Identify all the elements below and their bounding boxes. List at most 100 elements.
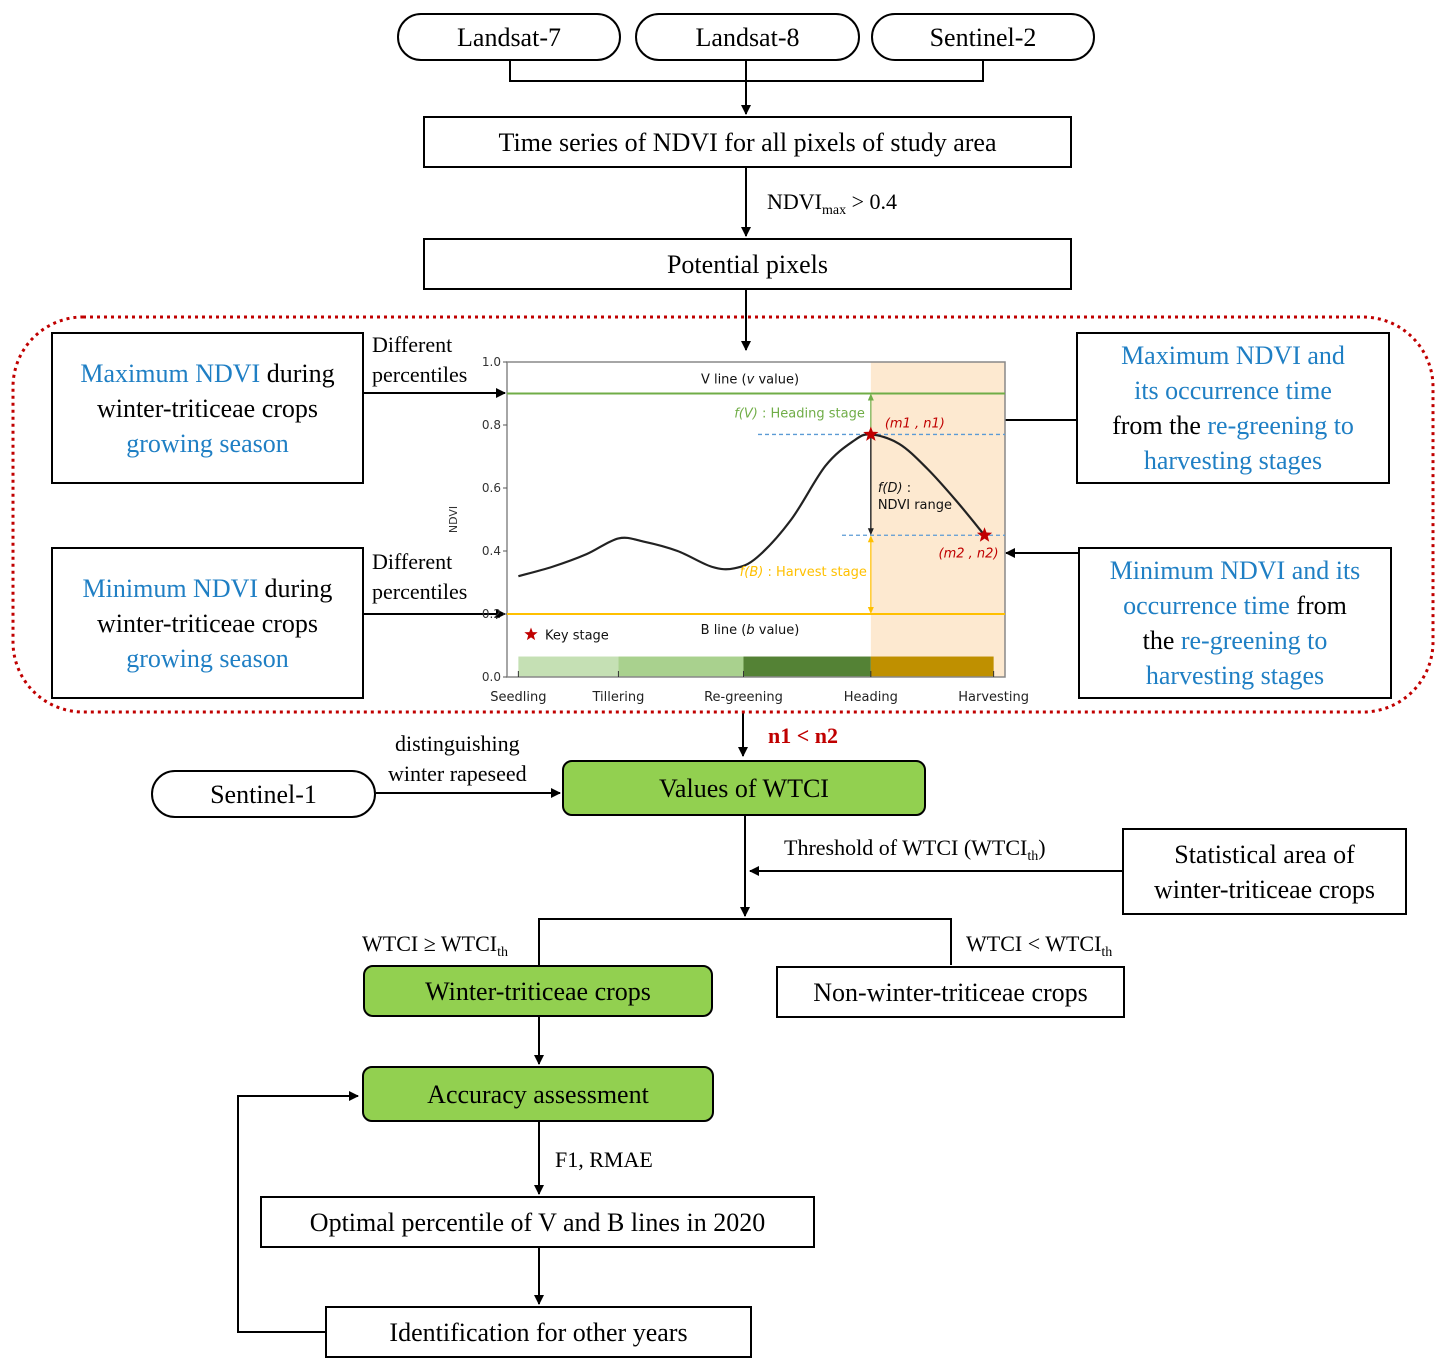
point-label-m1n1: (m1 , n1) xyxy=(885,416,945,431)
stat-line1: Statistical area of xyxy=(1174,839,1355,869)
diff-line: Different xyxy=(372,549,453,574)
x-stage-label: Heading xyxy=(844,690,898,705)
fb-arrowhead-up xyxy=(867,535,874,543)
rmax-line1: Maximum NDVI and xyxy=(1121,341,1345,370)
rmin-blue: occurrence time xyxy=(1123,591,1290,620)
diff-line: percentiles xyxy=(372,362,468,387)
rmax-black: from the xyxy=(1112,411,1208,440)
diff-percentiles-2: Different percentiles xyxy=(372,547,467,607)
step-optimal-percentile: Optimal percentile of V and B lines in 2… xyxy=(260,1196,815,1248)
y-tick-label: 0.2 xyxy=(482,607,501,621)
annotation-fd-range: NDVI range xyxy=(878,498,952,513)
step-potential-label: Potential pixels xyxy=(666,249,829,279)
rmin-line1: Minimum NDVI and its xyxy=(1109,556,1361,585)
cond-rest: > 0.4 xyxy=(846,189,898,214)
min-ndvi-box: Minimum NDVI during winter-triticeae cro… xyxy=(51,547,364,699)
winter-label: Winter-triticeae crops xyxy=(425,976,651,1006)
min-ndvi-time-box: Minimum NDVI and its occurrence time fro… xyxy=(1078,547,1392,699)
y-tick-label: 0.0 xyxy=(482,670,501,684)
plot-frame xyxy=(506,361,1006,678)
branch-lt-label: WTCI < WTCIth xyxy=(966,930,1112,967)
th-end: ) xyxy=(1038,835,1046,860)
wtci-label: Values of WTCI xyxy=(659,773,829,803)
y-tick-label: 0.4 xyxy=(482,544,501,558)
harvest-highlight-region xyxy=(870,362,1005,677)
nonwinter-label: Non-winter-triticeae crops xyxy=(813,977,1088,1007)
annotation-fv: f(V) : Heading stage xyxy=(734,407,865,422)
stage-band-1 xyxy=(618,656,744,677)
branch-ge-label: WTCI ≥ WTCIth xyxy=(362,930,508,967)
max-black1: during xyxy=(260,358,335,388)
step-other-years: Identification for other years xyxy=(325,1306,752,1358)
fv-arrowhead xyxy=(867,393,874,401)
max-line1: Maximum NDVI during xyxy=(80,356,334,391)
rmin-black2: the xyxy=(1142,626,1181,655)
x-stage-label: Harvesting xyxy=(958,690,1029,705)
statistical-area-box: Statistical area of winter-triticeae cro… xyxy=(1122,828,1407,915)
sentinel1-label: Sentinel-1 xyxy=(210,779,317,809)
min-blue1: Minimum NDVI xyxy=(82,573,259,603)
source-landsat8: Landsat-8 xyxy=(635,13,860,61)
rapeseed-label: distinguishing winter rapeseed xyxy=(388,729,527,789)
step-timeseries-label: Time series of NDVI for all pixels of st… xyxy=(498,127,997,157)
other-years-label: Identification for other years xyxy=(389,1317,688,1347)
y-tick-label: 1.0 xyxy=(482,355,501,369)
accuracy-label: Accuracy assessment xyxy=(427,1079,649,1109)
rmax-line2: its occurrence time xyxy=(1134,376,1332,405)
lt-sub: th xyxy=(1101,945,1113,960)
fd-arrowhead xyxy=(867,528,874,536)
step-winter-triticeae: Winter-triticeae crops xyxy=(363,965,713,1017)
rmin-line3: the re-greening to xyxy=(1143,623,1328,658)
feedback-loop xyxy=(237,1091,359,1333)
metrics-label: F1, RMAE xyxy=(555,1147,653,1172)
source-label: Sentinel-2 xyxy=(929,22,1037,52)
step-values-wtci: Values of WTCI xyxy=(562,760,926,816)
dotted-frame xyxy=(11,315,1435,714)
point-label-m2n2: (m2 , n2) xyxy=(939,546,999,561)
legend-star-icon xyxy=(524,627,538,641)
source-sentinel1: Sentinel-1 xyxy=(151,770,376,818)
source-label: Landsat-7 xyxy=(457,22,561,52)
max-blue1: Maximum NDVI xyxy=(80,358,261,388)
rmin-line4: harvesting stages xyxy=(1145,661,1325,690)
annotation-fd: f(D) : xyxy=(878,481,911,496)
min-black1: during xyxy=(258,573,333,603)
min-line3: growing season xyxy=(126,643,289,673)
rapeseed-line: winter rapeseed xyxy=(388,761,527,786)
source-label: Landsat-8 xyxy=(695,22,800,52)
fb-arrowhead-down xyxy=(867,607,874,614)
ge-main: WTCI ≥ WTCI xyxy=(362,931,498,956)
condition-ndvi-max: NDVImax > 0.4 xyxy=(767,188,897,225)
y-axis-label: NDVI xyxy=(447,506,460,533)
max-line2: winter-triticeae crops xyxy=(96,393,319,423)
source-landsat7: Landsat-7 xyxy=(397,13,621,61)
condition-n1-n2: n1 < n2 xyxy=(768,723,839,748)
step-potential-pixels: Potential pixels xyxy=(423,238,1072,290)
v-line-label: V line (v value) xyxy=(701,373,799,388)
rapeseed-line: distinguishing xyxy=(394,731,520,756)
legend-key-stage: Key stage xyxy=(545,628,609,643)
y-tick-label: 0.8 xyxy=(482,418,501,432)
ge-sub: th xyxy=(497,945,508,960)
x-stage-label: Tillering xyxy=(592,690,645,705)
cond-main: NDVI xyxy=(767,189,822,214)
x-stage-label: Seedling xyxy=(490,690,546,705)
min-line1: Minimum NDVI during xyxy=(83,571,333,606)
th-sub: th xyxy=(1027,849,1039,864)
b-line-label: B line (b value) xyxy=(701,623,800,638)
ndvi-curve xyxy=(518,433,986,578)
max-line3: growing season xyxy=(126,428,289,458)
step-non-winter-triticeae: Non-winter-triticeae crops xyxy=(776,966,1125,1018)
x-stage-label: Re-greening xyxy=(704,690,783,705)
annotation-fb: f(B) : Harvest stage xyxy=(740,565,867,580)
key-stage-star-m2n2 xyxy=(976,527,993,542)
diff-line: Different xyxy=(372,332,453,357)
diff-line: percentiles xyxy=(372,579,468,604)
stage-band-3 xyxy=(870,656,994,677)
max-ndvi-time-box: Maximum NDVI and its occurrence time fro… xyxy=(1076,332,1390,484)
threshold-label: Threshold of WTCI (WTCIth) xyxy=(784,834,1046,871)
rmin-line2: occurrence time from xyxy=(1123,588,1347,623)
stage-band-2 xyxy=(743,656,871,677)
